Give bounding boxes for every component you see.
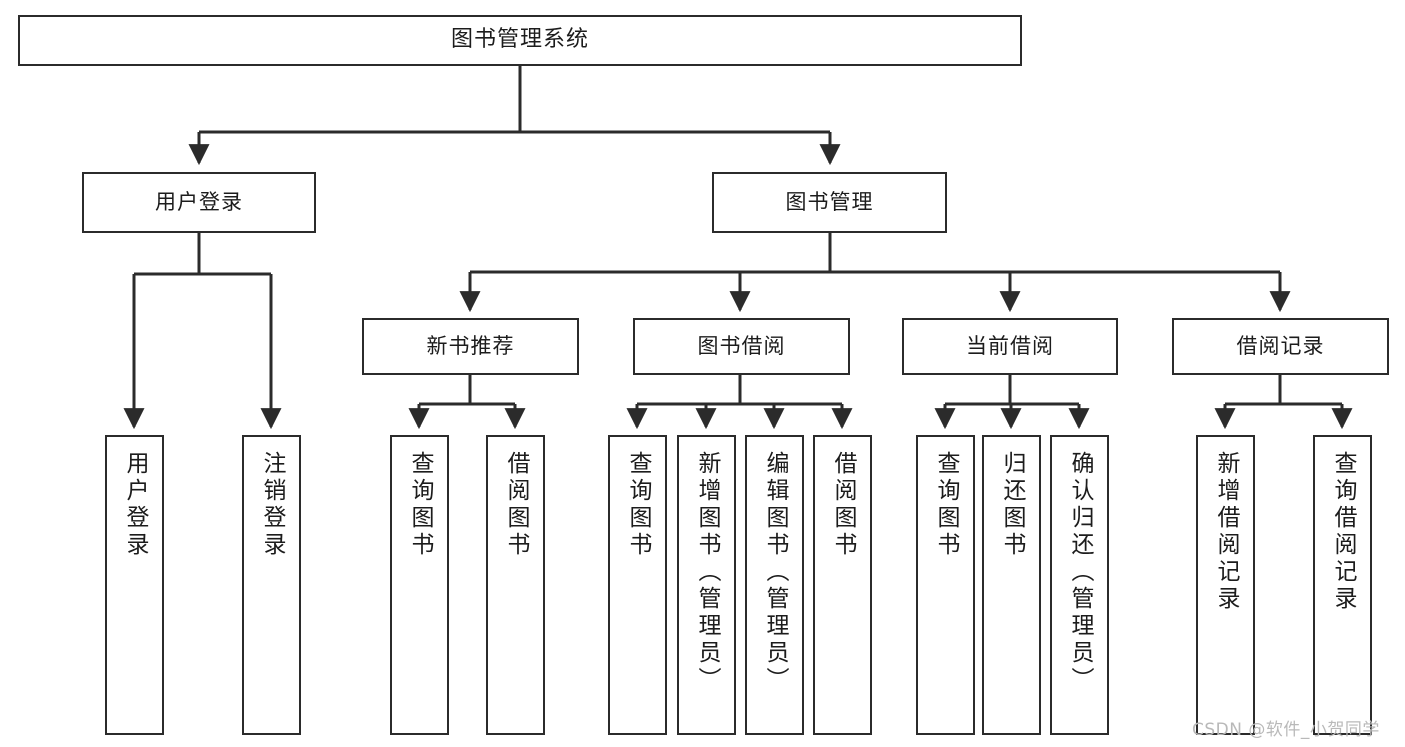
leaf-borrow-book-2[interactable]: 借阅图书: [813, 435, 872, 735]
leaf-confirm-return[interactable]: 确认归还（管理员）: [1050, 435, 1109, 735]
leaf-add-book[interactable]: 新增图书（管理员）: [677, 435, 736, 735]
node-label: 注销登录: [259, 451, 285, 559]
node-label: 查询借阅记录: [1330, 451, 1356, 613]
node-label: 新书推荐: [426, 333, 515, 358]
leaf-return-book[interactable]: 归还图书: [982, 435, 1041, 735]
node-label: 借阅图书: [830, 451, 856, 559]
node-label: 借阅图书: [503, 451, 529, 559]
node-user-login[interactable]: 用户登录: [82, 172, 316, 233]
node-label: 确认归还（管理员）: [1067, 451, 1093, 694]
node-label: 新增图书（管理员）: [694, 451, 720, 694]
node-book-borrow[interactable]: 图书借阅: [633, 318, 850, 375]
node-label: 查询图书: [625, 451, 651, 559]
leaf-borrow-book-1[interactable]: 借阅图书: [486, 435, 545, 735]
node-root-system[interactable]: 图书管理系统: [18, 15, 1022, 66]
csdn-watermark: CSDN @软件_小贺同学: [1192, 720, 1380, 740]
leaf-query-record[interactable]: 查询借阅记录: [1313, 435, 1372, 735]
leaf-query-book-1[interactable]: 查询图书: [390, 435, 449, 735]
node-label: 归还图书: [999, 451, 1025, 559]
node-label: 新增借阅记录: [1213, 451, 1239, 613]
node-label: 用户登录: [155, 189, 243, 214]
node-current-borrow[interactable]: 当前借阅: [902, 318, 1118, 375]
node-new-book-recommend[interactable]: 新书推荐: [362, 318, 579, 375]
node-label: 查询图书: [407, 451, 433, 559]
node-label: 借阅记录: [1236, 333, 1325, 358]
leaf-user-login[interactable]: 用户登录: [105, 435, 164, 735]
node-label: 图书借阅: [697, 333, 786, 358]
node-book-manage[interactable]: 图书管理: [712, 172, 947, 233]
node-label: 当前借阅: [966, 333, 1054, 358]
node-label: 查询图书: [933, 451, 959, 559]
node-label: 图书管理系统: [450, 27, 589, 53]
node-borrow-record[interactable]: 借阅记录: [1172, 318, 1389, 375]
leaf-add-record[interactable]: 新增借阅记录: [1196, 435, 1255, 735]
node-label: 图书管理: [785, 189, 874, 214]
leaf-edit-book[interactable]: 编辑图书（管理员）: [745, 435, 804, 735]
node-label: 用户登录: [122, 451, 148, 559]
node-label: 编辑图书（管理员）: [762, 451, 788, 694]
leaf-logout-login[interactable]: 注销登录: [242, 435, 301, 735]
leaf-query-book-2[interactable]: 查询图书: [608, 435, 667, 735]
leaf-query-book-3[interactable]: 查询图书: [916, 435, 975, 735]
